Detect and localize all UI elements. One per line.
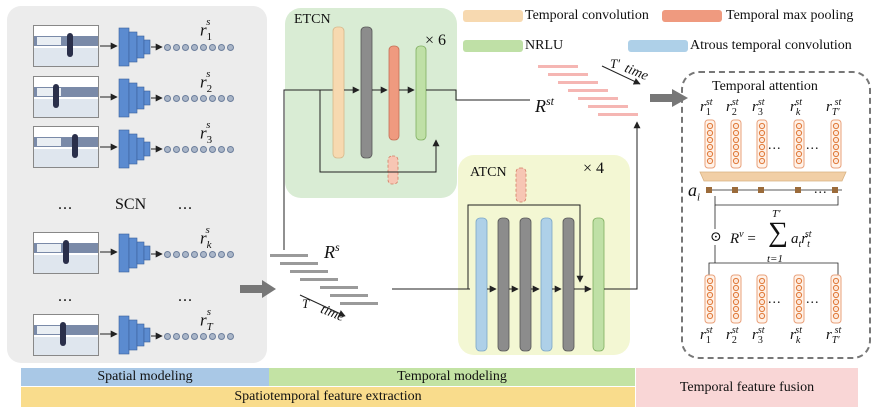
etcn-repeat: × 6 xyxy=(425,32,447,49)
video-frame-k xyxy=(33,232,99,274)
cnn-stack-3 xyxy=(100,129,163,169)
rs-feature-bars xyxy=(270,254,378,317)
attn-top-rk: rkst xyxy=(790,97,802,118)
spatiotemporal-feature-bar: Spatiotemporal feature extraction xyxy=(21,387,635,407)
etcn-connections xyxy=(319,86,530,173)
cnn-stack-k xyxy=(100,233,163,273)
attn-col-top-t xyxy=(830,119,842,169)
formula-term: atrtst xyxy=(791,229,812,250)
legend-swatch-temporal-conv xyxy=(463,10,523,22)
rst-to-attention-arrow xyxy=(650,89,688,107)
legend-swatch-atrous-conv xyxy=(628,40,688,52)
attn-col-bottom-1 xyxy=(704,274,716,324)
video-frame-1 xyxy=(33,25,99,67)
spatial-modeling-bar: Spatial modeling xyxy=(21,368,269,386)
axis-t-label: T xyxy=(302,296,310,311)
formula-sum-top: T′ xyxy=(772,208,781,220)
etcn-label: ETCN xyxy=(294,12,331,27)
legend-swatch-temporal-max-pool xyxy=(662,10,722,22)
legend-label-temporal-max-pool: Temporal max pooling xyxy=(726,8,854,23)
atcn-label: ATCN xyxy=(470,165,507,180)
rs-label-1: r1s xyxy=(200,16,213,44)
cnn-stack-t xyxy=(100,315,163,355)
scn-label: SCN xyxy=(115,196,147,213)
rst-feature-bars xyxy=(538,65,641,116)
attn-col-top-3 xyxy=(756,119,768,169)
attention-top-columns xyxy=(704,119,842,169)
attn-ellipsis-weights: ... xyxy=(814,182,828,197)
temporal-fusion-bar: Temporal feature fusion xyxy=(636,368,858,407)
temporal-attention-title: Temporal attention xyxy=(712,79,818,94)
attn-ellipsis-bottom: ... xyxy=(768,292,782,307)
attn-ellipsis-top-2: ... xyxy=(806,138,820,153)
attn-ellipsis-bottom-2: ... xyxy=(806,292,820,307)
cnn-stack-2 xyxy=(100,78,163,118)
video-frame-2 xyxy=(33,76,99,118)
attn-col-bottom-t xyxy=(830,274,842,324)
attn-col-top-2 xyxy=(730,119,742,169)
attn-top-rt: rT′st xyxy=(826,97,842,118)
legend-label-atrous-conv: Atrous temporal convolution xyxy=(690,38,852,53)
attn-bottom-rk: rkst xyxy=(790,325,802,346)
attn-ellipsis-top: ... xyxy=(768,138,782,153)
attention-weight-label: ai xyxy=(688,180,701,204)
attn-bottom-rt: rT′st xyxy=(826,325,842,346)
scn-ellipsis-frames: ... xyxy=(58,196,73,213)
feature-dots-k xyxy=(164,251,234,258)
attn-bottom-r3: r3st xyxy=(752,325,765,346)
scn-ellipsis-features: ... xyxy=(178,196,193,213)
attn-col-top-k xyxy=(793,119,805,169)
scn-to-rs-arrow xyxy=(240,280,276,298)
attn-col-bottom-k xyxy=(793,274,805,324)
formula-sum-sign: ∑ xyxy=(768,217,788,248)
video-frame-t xyxy=(33,314,99,356)
atcn-blocks xyxy=(475,167,605,352)
formula-sum-bottom: t=1 xyxy=(767,253,783,265)
axis-tprime-label: T′ xyxy=(610,56,621,71)
rs-label-t: rTs xyxy=(200,306,213,334)
attn-bottom-r2: r2st xyxy=(726,325,739,346)
rs-sequence-label: Rs xyxy=(324,240,340,262)
rs-label-2: r2s xyxy=(200,68,213,96)
attn-top-r2: r2st xyxy=(726,97,739,118)
formula-lhs: Rv = xyxy=(730,229,756,247)
odot-symbol: ⊙ xyxy=(710,229,722,246)
video-frame-3 xyxy=(33,126,99,168)
attention-weight-layer xyxy=(699,171,847,275)
cnn-stack-1 xyxy=(100,27,163,67)
rs-label-3: r3s xyxy=(200,119,213,147)
attn-col-top-1 xyxy=(704,119,716,169)
atcn-connections xyxy=(467,121,641,293)
rst-sequence-label: Rst xyxy=(535,94,555,116)
attn-top-r1: r1st xyxy=(700,97,713,118)
feature-dots-2 xyxy=(164,95,234,102)
feature-dots-3 xyxy=(164,146,234,153)
legend-label-temporal-conv: Temporal convolution xyxy=(525,8,649,23)
attn-col-bottom-3 xyxy=(756,274,768,324)
rs-label-k: rks xyxy=(200,224,212,252)
feature-dots-t xyxy=(164,333,234,340)
atcn-repeat: × 4 xyxy=(583,160,605,177)
attn-top-r3: r3st xyxy=(752,97,765,118)
scn-ellipsis-features-2: ... xyxy=(178,288,193,305)
attention-bottom-columns xyxy=(704,274,842,324)
temporal-modeling-bar: Temporal modeling xyxy=(269,368,635,386)
legend-swatch-nrlu xyxy=(463,40,523,52)
attn-bottom-r1: r1st xyxy=(700,325,713,346)
legend-label-nrlu: NRLU xyxy=(525,38,564,53)
rs-branch-lines xyxy=(283,89,470,290)
feature-dots-1 xyxy=(164,44,234,51)
etcn-blocks xyxy=(332,26,427,185)
scn-ellipsis-frames-2: ... xyxy=(58,288,73,305)
attn-col-bottom-2 xyxy=(730,274,742,324)
